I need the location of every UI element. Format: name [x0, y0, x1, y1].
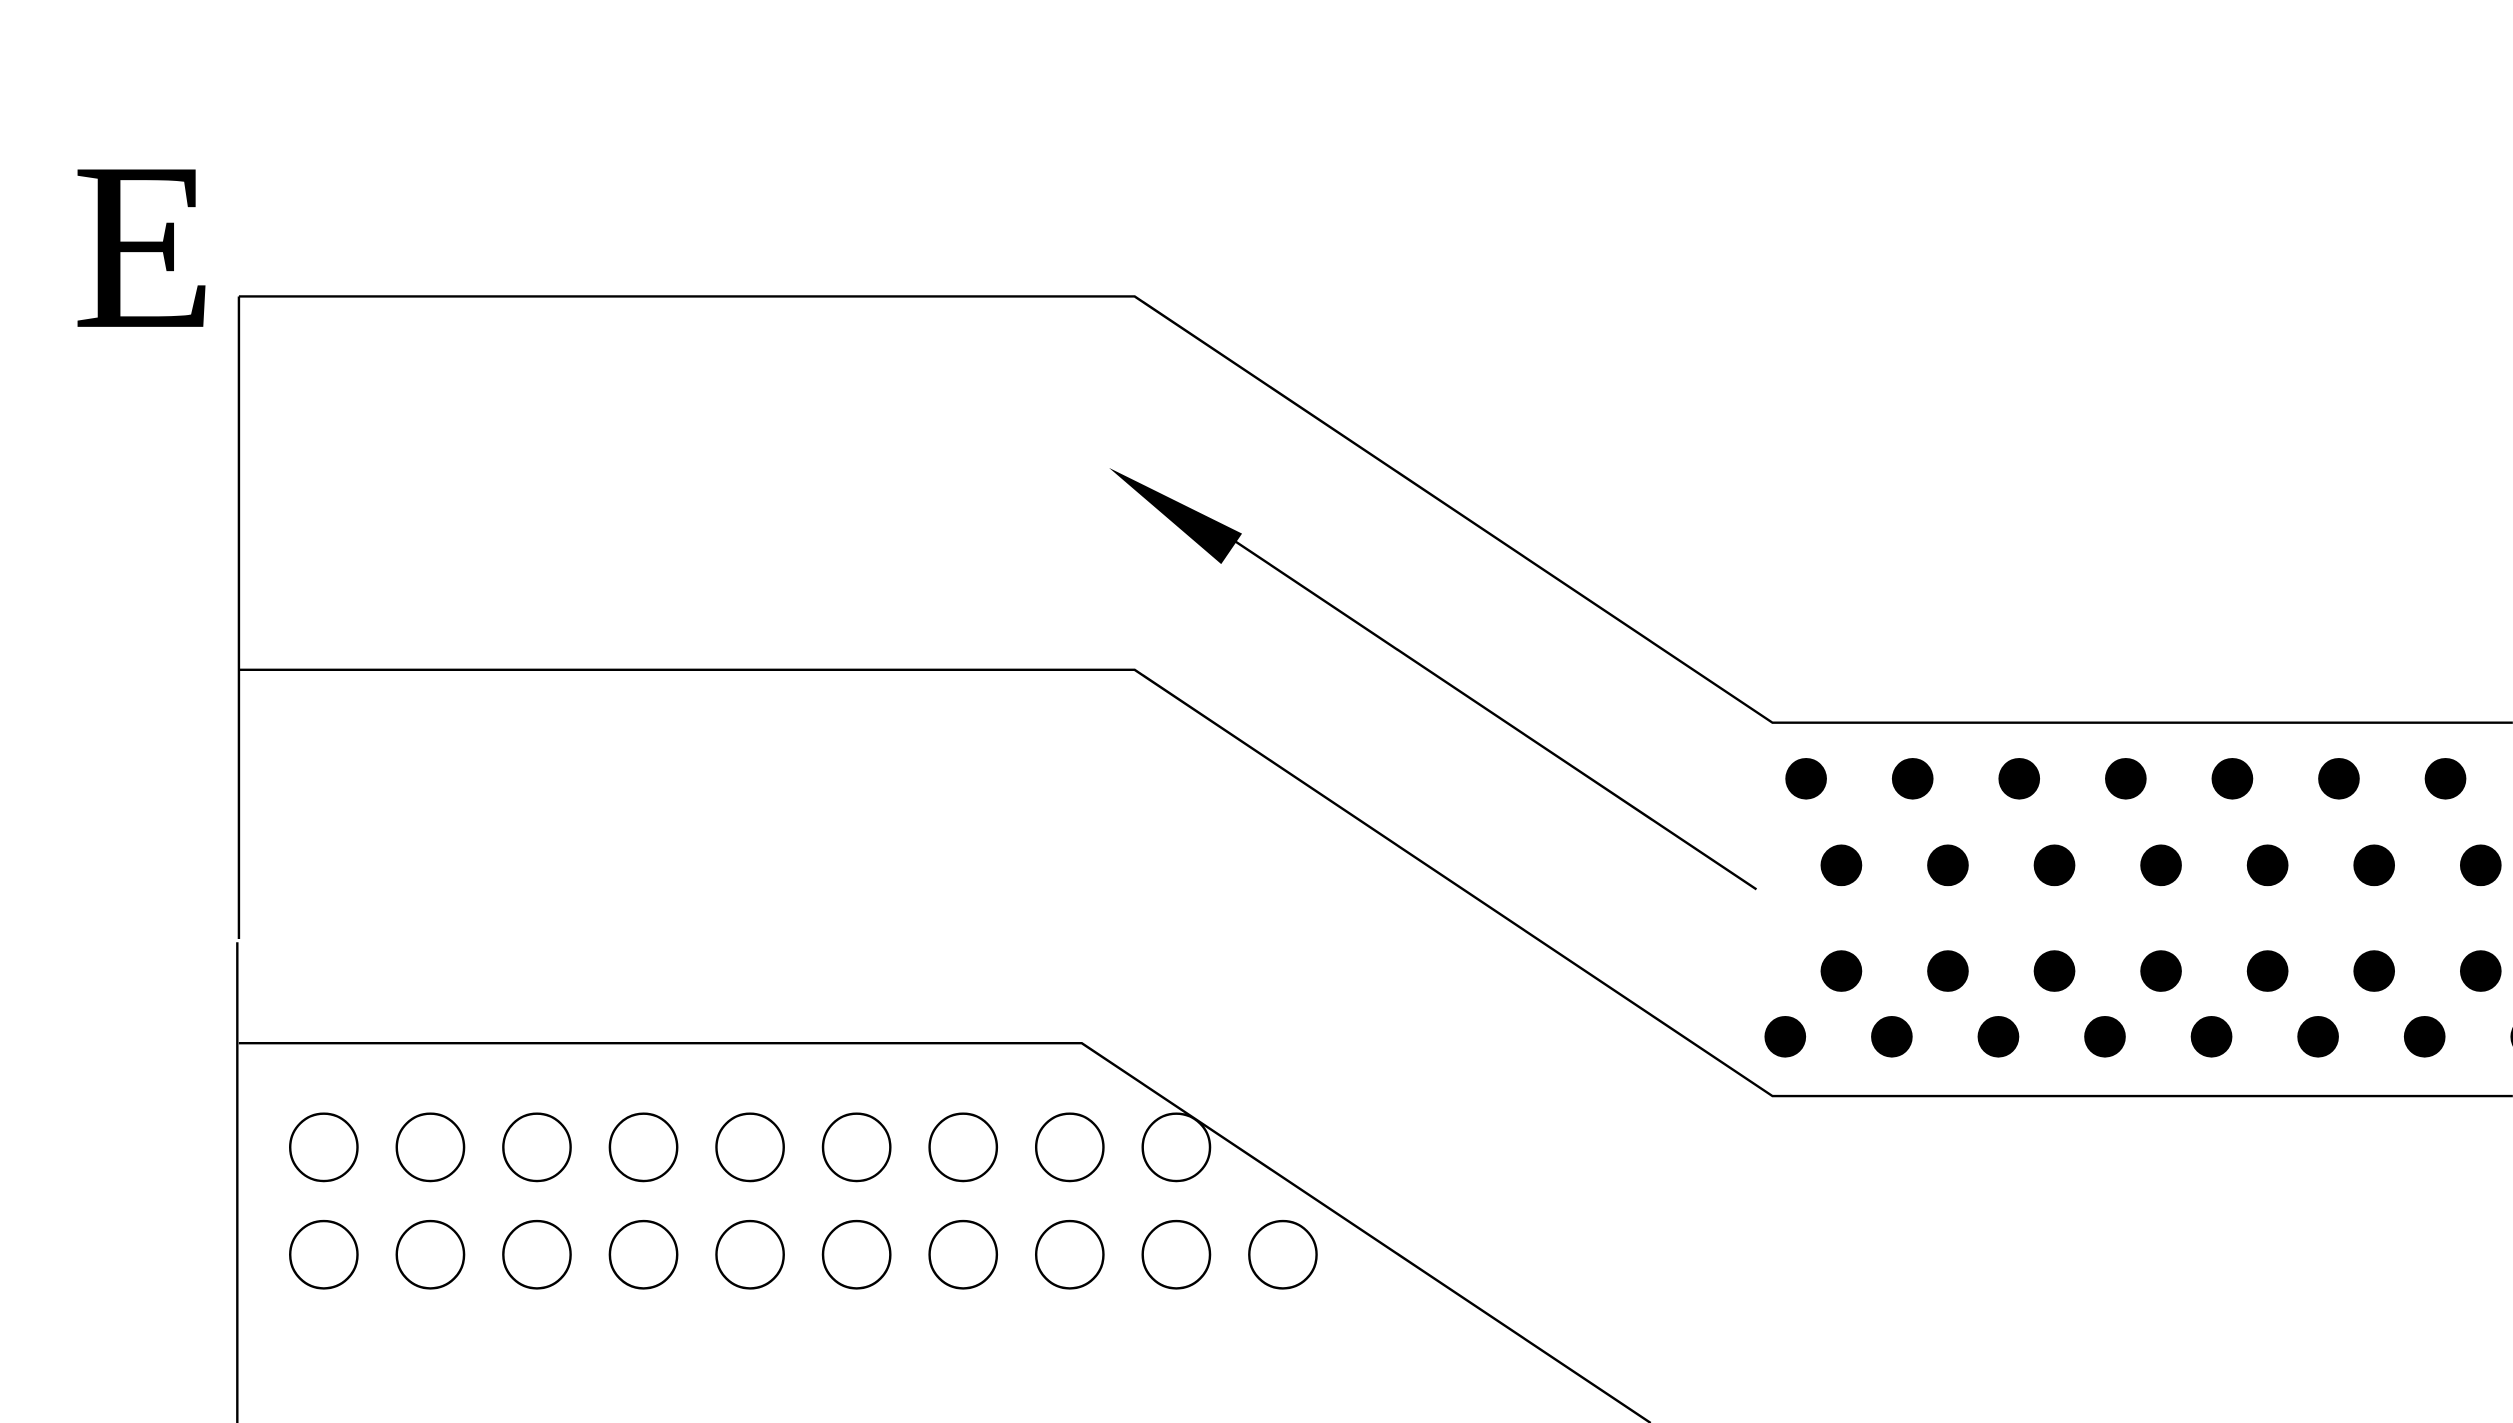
- energy-axis-label: E: [71, 113, 218, 379]
- electron: [2211, 757, 2254, 800]
- electron: [1871, 1015, 1913, 1058]
- electron: [2353, 844, 2396, 887]
- electron: [2190, 1015, 2233, 1058]
- electron: [2318, 757, 2360, 800]
- electron: [2403, 1015, 2446, 1058]
- hole: [608, 1219, 679, 1290]
- electron: [1820, 844, 1863, 887]
- hole: [289, 1112, 359, 1183]
- hole-group: [289, 1112, 1318, 1290]
- hole: [502, 1112, 572, 1183]
- electron: [2459, 950, 2502, 992]
- hole: [715, 1112, 785, 1183]
- electron: [1998, 757, 2041, 800]
- hole: [395, 1112, 466, 1183]
- hole: [928, 1219, 999, 1290]
- electron: [2424, 757, 2467, 800]
- electron: [1927, 950, 1969, 992]
- electron: [2246, 950, 2289, 992]
- hole: [715, 1219, 785, 1290]
- electron: [2105, 757, 2147, 800]
- electron: [1820, 950, 1863, 992]
- hole: [821, 1112, 892, 1183]
- hole: [1141, 1219, 1212, 1290]
- electron: [2033, 950, 2076, 992]
- electron: [1785, 757, 1827, 800]
- electron: [2246, 844, 2289, 887]
- electron: [2353, 950, 2396, 992]
- conduction-band-lower-edge: [238, 668, 2513, 1098]
- electron: [2297, 1015, 2339, 1058]
- valence-band-edge: [238, 1042, 1652, 1423]
- electron: [2140, 950, 2182, 992]
- electron: [2510, 1026, 2513, 1047]
- electron: [2459, 844, 2502, 887]
- hole: [821, 1219, 892, 1290]
- hole: [502, 1219, 572, 1290]
- transfer-arrow-shaft: [1225, 534, 1758, 891]
- transfer-arrow-head: [1109, 467, 1243, 565]
- electron: [1977, 1015, 2020, 1058]
- hole: [1248, 1219, 1318, 1290]
- hole: [1034, 1219, 1105, 1290]
- hole: [608, 1112, 679, 1183]
- electron-group: [1764, 757, 2513, 1058]
- hole: [928, 1112, 999, 1183]
- hole: [1141, 1112, 1212, 1183]
- hole: [1034, 1112, 1105, 1183]
- hole: [395, 1219, 466, 1290]
- electron: [2140, 844, 2182, 887]
- hole: [289, 1219, 359, 1290]
- electron: [1927, 844, 1969, 887]
- electron: [1891, 757, 1934, 800]
- electron: [2084, 1015, 2126, 1058]
- electron: [1764, 1015, 1807, 1058]
- electron: [2033, 844, 2076, 887]
- conduction-band-upper-edge: [238, 295, 2513, 724]
